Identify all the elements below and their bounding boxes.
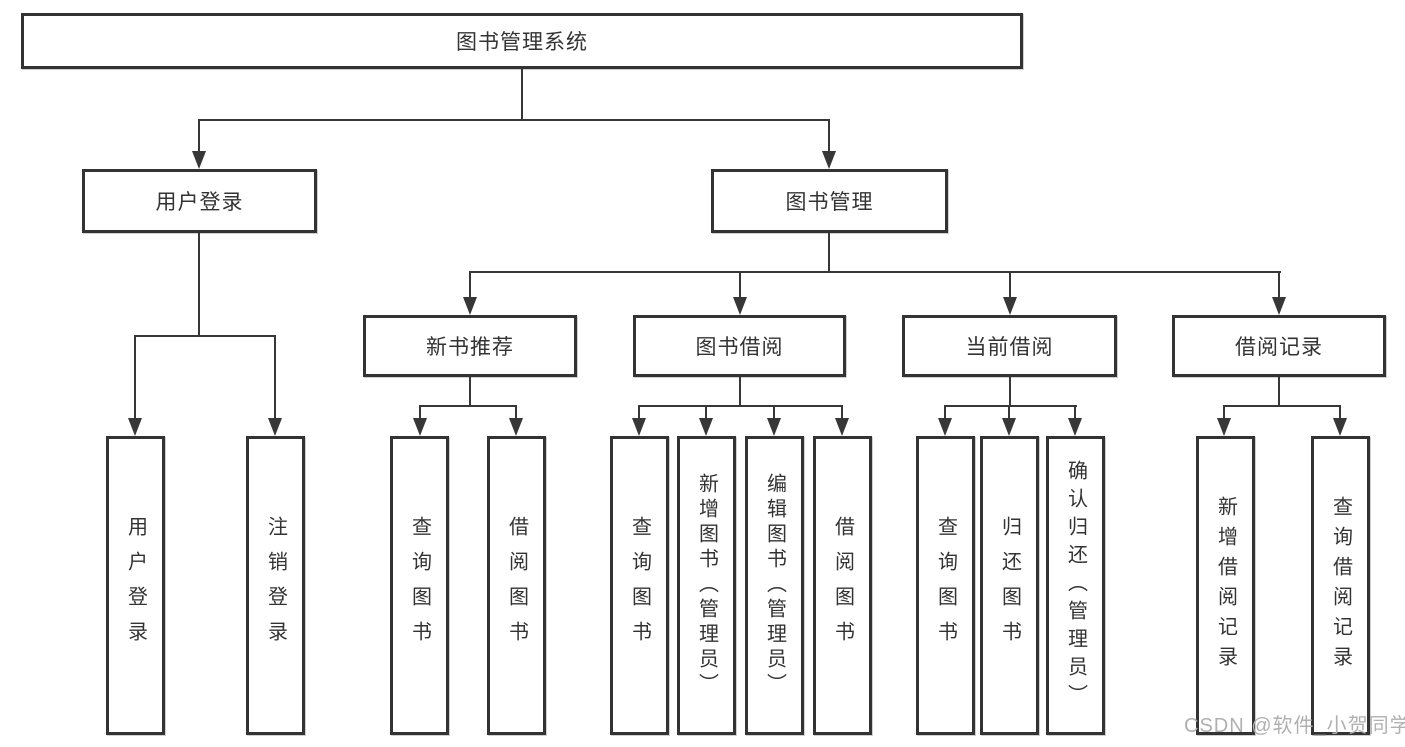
node-label: 查询借阅记录: [1329, 495, 1352, 676]
node-add-books-admin: 新增图书（管理员）: [677, 436, 736, 735]
connector-root-trunk: [521, 69, 523, 121]
node-library-management-system: 图书管理系统: [21, 13, 1023, 69]
node-label: 查询图书: [408, 515, 431, 656]
arrow-down-icon: [822, 151, 836, 169]
node-query-books-recommend: 查询图书: [390, 436, 449, 735]
node-add-borrow-record: 新增借阅记录: [1196, 436, 1255, 735]
csdn-watermark: CSDN @软件_小贺同学: [1184, 715, 1405, 737]
connector-stub: [1223, 405, 1225, 421]
connector-leaf-bus: [1223, 405, 1341, 407]
arrow-down-icon: [268, 418, 282, 436]
connector-stub: [274, 335, 276, 421]
arrow-down-icon: [413, 418, 427, 436]
connector-stub: [705, 405, 707, 421]
connector-stub: [841, 405, 843, 421]
node-query-borrow-record: 查询借阅记录: [1311, 436, 1370, 735]
arrow-down-icon: [733, 297, 747, 315]
connector-leaf-bus: [944, 405, 1077, 407]
connector-section-trunk: [1278, 377, 1280, 407]
node-label: 借阅记录: [1235, 336, 1323, 359]
connector-user-login-trunk: [198, 233, 200, 337]
node-user-login: 用户登录: [106, 436, 165, 735]
node-label: 图书借阅: [695, 336, 784, 359]
node-label: 新增借阅记录: [1214, 495, 1237, 676]
node-borrowing-records: 借阅记录: [1172, 315, 1386, 377]
arrow-down-icon: [463, 297, 477, 315]
connector-stub: [134, 335, 136, 421]
node-label: 图书管理系统: [456, 31, 588, 54]
node-borrow-books-recommend: 借阅图书: [487, 436, 546, 735]
node-logout: 注销登录: [246, 436, 305, 735]
connector-stub: [515, 405, 517, 421]
node-return-books: 归还图书: [980, 436, 1039, 735]
connector-level2-bus: [198, 119, 830, 121]
connector-stub: [419, 405, 421, 421]
arrow-down-icon: [1002, 418, 1016, 436]
node-edit-books-admin: 编辑图书（管理员）: [745, 436, 804, 735]
node-label: 新增图书（管理员）: [695, 473, 718, 698]
connector-book-mgmt-trunk: [828, 233, 830, 273]
node-label: 借阅图书: [505, 515, 528, 656]
node-label: 查询图书: [628, 515, 651, 656]
arrow-down-icon: [1003, 297, 1017, 315]
connector-stub: [1008, 405, 1010, 421]
arrow-down-icon: [1068, 418, 1082, 436]
node-label: 用户登录: [124, 515, 147, 656]
node-label: 用户登录: [155, 191, 244, 214]
node-query-books-current: 查询图书: [916, 436, 975, 735]
arrow-down-icon: [699, 418, 713, 436]
connector-stub: [198, 119, 200, 153]
connector-leaf-bus: [419, 405, 517, 407]
node-book-borrowing: 图书借阅: [633, 315, 846, 377]
node-borrow-books: 借阅图书: [813, 436, 872, 735]
connector-stub: [828, 119, 830, 153]
node-label: 编辑图书（管理员）: [763, 473, 786, 698]
node-current-borrowing: 当前借阅: [902, 315, 1117, 377]
connector-stub: [469, 271, 471, 299]
connector-stub: [1074, 405, 1076, 421]
node-user-login-branch: 用户登录: [82, 169, 317, 233]
arrow-down-icon: [1272, 297, 1286, 315]
node-label: 借阅图书: [831, 515, 854, 656]
arrow-down-icon: [1217, 418, 1231, 436]
arrow-down-icon: [938, 418, 952, 436]
node-book-management-branch: 图书管理: [711, 169, 948, 233]
connector-stub: [773, 405, 775, 421]
connector-stub: [1339, 405, 1341, 421]
connector-stub: [739, 271, 741, 299]
connector-sections-bus: [469, 271, 1281, 273]
connector-section-trunk: [739, 377, 741, 407]
connector-section-trunk: [1009, 377, 1011, 407]
arrow-down-icon: [835, 418, 849, 436]
connector-section-trunk: [469, 377, 471, 407]
node-label: 图书管理: [785, 191, 874, 214]
node-label: 新书推荐: [426, 336, 514, 359]
node-new-book-recommendation: 新书推荐: [363, 315, 577, 377]
node-label: 查询图书: [934, 515, 957, 656]
arrow-down-icon: [1333, 418, 1347, 436]
arrow-down-icon: [767, 418, 781, 436]
arrow-down-icon: [632, 418, 646, 436]
connector-stub: [944, 405, 946, 421]
node-label: 确认归还（管理员）: [1064, 459, 1087, 712]
arrow-down-icon: [128, 418, 142, 436]
connector-stub: [1009, 271, 1011, 299]
node-label: 当前借阅: [965, 336, 1054, 359]
node-query-books-borrowing: 查询图书: [610, 436, 669, 735]
connector-stub: [1278, 271, 1280, 299]
connector-stub: [638, 405, 640, 421]
arrow-down-icon: [509, 418, 523, 436]
node-confirm-return-admin: 确认归还（管理员）: [1046, 436, 1105, 735]
node-label: 注销登录: [264, 515, 287, 656]
connector-user-login-bus: [134, 335, 276, 337]
arrow-down-icon: [192, 151, 206, 169]
node-label: 归还图书: [998, 515, 1021, 656]
connector-leaf-bus: [638, 405, 843, 407]
